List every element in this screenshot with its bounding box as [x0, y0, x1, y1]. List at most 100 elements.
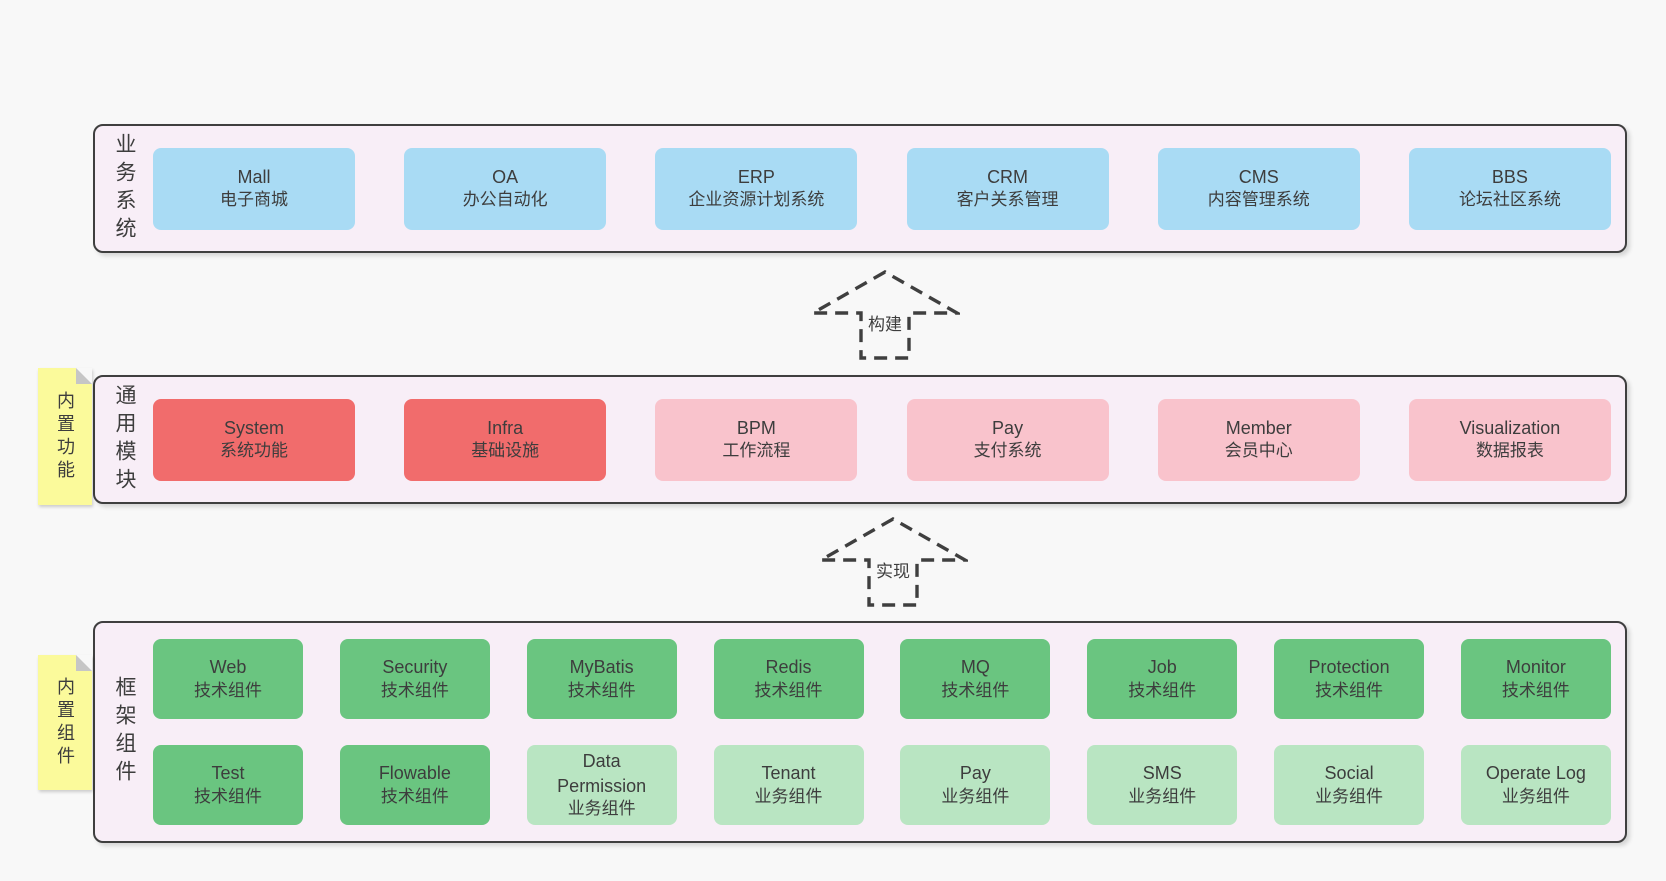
box-name-cn: 数据报表: [1475, 441, 1544, 461]
box-bpm: BPM 工作流程: [655, 398, 858, 481]
box-name-cn: 技术组件: [567, 680, 636, 700]
component-row: System 系统功能 Infra 基础设施 BPM 工作流程 Pay 支付系统 Member 会…: [153, 398, 1611, 481]
box-name-cn: 业务组件: [941, 786, 1010, 806]
box-name-en: MQ: [960, 657, 990, 678]
arrow-implement: 实现: [818, 517, 968, 607]
box-name-en: Redis: [765, 657, 812, 678]
box-name-cn: 会员中心: [1224, 441, 1293, 461]
box-name-cn: 技术组件: [380, 786, 449, 806]
arrow-build-label: 构建: [864, 308, 906, 337]
box-name-en: Data Permission: [557, 751, 647, 796]
box-name-en: System: [223, 417, 284, 438]
box-name-cn: 业务组件: [1128, 786, 1197, 806]
box-name-en: Protection: [1308, 657, 1390, 678]
component-row: Mall 电子商城 OA 办公自动化 ERP 企业资源计划系统 CRM 客户关系管理 CMS 内容…: [153, 147, 1611, 230]
section-label-framework-components: 框架组件: [113, 676, 136, 788]
box-pay: Pay 支付系统: [906, 398, 1109, 481]
up-arrow-icon: [810, 270, 960, 360]
box-name-cn: 业务组件: [567, 798, 636, 818]
box-name-en: Job: [1147, 657, 1177, 678]
box-name-cn: 客户关系管理: [956, 190, 1059, 210]
box-name-cn: 技术组件: [194, 680, 262, 700]
section-label-business-systems: 业务系统: [113, 132, 136, 245]
box-mall: Mall 电子商城: [153, 147, 355, 230]
box-name-cn: 工作流程: [722, 441, 791, 461]
box-name-en: Tenant: [761, 763, 816, 784]
box-name-en: Operate Log: [1485, 763, 1586, 784]
box-name-en: Web: [209, 657, 247, 678]
box-name-cn: 技术组件: [941, 680, 1010, 700]
section-rows: Mall 电子商城 OA 办公自动化 ERP 企业资源计划系统 CRM 客户关系管理 CMS 内容…: [153, 126, 1611, 251]
section-common-modules: 通用模块 System 系统功能 Infra 基础设施 BPM 工作流程 Pay 支付系统 Me…: [93, 375, 1627, 504]
box-name-en: SMS: [1142, 763, 1182, 784]
box-name-cn: 办公自动化: [462, 190, 548, 210]
box-name-en: MyBatis: [569, 657, 634, 678]
box-name-en: CRM: [987, 166, 1029, 187]
box-name-cn: 基础设施: [471, 441, 540, 461]
box-bbs: BBS 论坛社区系统: [1408, 147, 1611, 230]
box-name-cn: 业务组件: [1315, 786, 1384, 806]
box-name-en: Test: [211, 763, 245, 784]
box-name-cn: 电子商城: [220, 190, 288, 210]
box-name-cn: 系统功能: [220, 441, 288, 461]
sticky-note-builtin-features: 内置功能: [38, 368, 92, 505]
box-name-cn: 技术组件: [380, 680, 449, 700]
section-label-common-modules: 通用模块: [113, 383, 136, 496]
box-system: System 系统功能: [153, 398, 355, 481]
box-name-en: OA: [492, 166, 519, 187]
box-infra: Infra 基础设施: [404, 398, 607, 481]
box-name-en: ERP: [737, 166, 775, 187]
box-member: Member 会员中心: [1157, 398, 1360, 481]
box-name-en: Flowable: [378, 763, 451, 784]
up-arrow-icon: [818, 517, 968, 607]
box-cms: CMS 内容管理系统: [1157, 147, 1360, 230]
box-name-cn: 业务组件: [1501, 786, 1570, 806]
box-name-en: Monitor: [1505, 657, 1566, 678]
arrow-implement-label: 实现: [872, 555, 914, 584]
box-name-en: Security: [382, 657, 448, 678]
box-erp: ERP 企业资源计划系统: [655, 147, 858, 230]
box-name-en: Visualization: [1459, 417, 1561, 438]
sticky-note-builtin-components: 内置组件: [38, 655, 92, 790]
box-name-en: Mall: [237, 166, 271, 187]
box-name-cn: 支付系统: [973, 441, 1042, 461]
box-name-en: BPM: [736, 417, 776, 438]
section-business-systems: 业务系统 Mall 电子商城 OA 办公自动化 ERP 企业资源计划系统 CRM 客户关系管理…: [93, 124, 1627, 253]
box-name-en: Pay: [959, 763, 991, 784]
box-name-cn: 技术组件: [1315, 680, 1384, 700]
box-name-en: Pay: [992, 417, 1024, 438]
box-name-cn: 技术组件: [194, 786, 262, 806]
box-name-cn: 内容管理系统: [1207, 190, 1310, 210]
box-name-cn: 技术组件: [754, 680, 823, 700]
box-name-cn: 技术组件: [1128, 680, 1197, 700]
box-oa: OA 办公自动化: [404, 147, 607, 230]
box-name-en: Member: [1225, 417, 1292, 438]
box-name-cn: 技术组件: [1501, 680, 1570, 700]
box-name-cn: 企业资源计划系统: [688, 190, 825, 210]
box-visualization: Visualization 数据报表: [1408, 398, 1611, 481]
box-name-en: CMS: [1238, 166, 1279, 187]
arrow-build: 构建: [810, 270, 960, 360]
box-name-en: Social: [1324, 763, 1374, 784]
box-name-en: Infra: [487, 417, 524, 438]
box-name-cn: 论坛社区系统: [1458, 190, 1561, 210]
box-name-en: BBS: [1491, 166, 1528, 187]
